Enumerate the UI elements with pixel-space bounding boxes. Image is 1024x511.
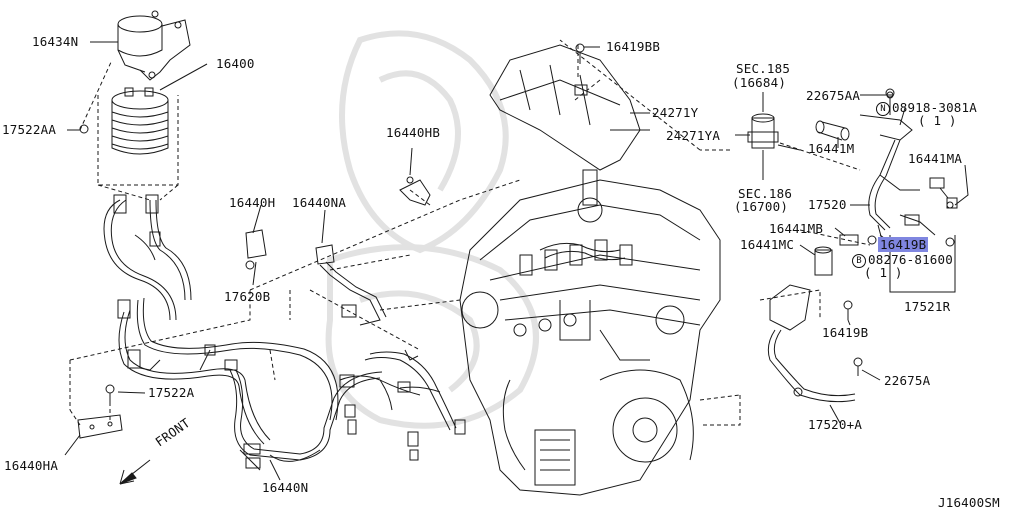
label-17522aa[interactable]: 17522AA bbox=[2, 122, 57, 137]
leader-lines bbox=[64, 41, 969, 481]
label-22675a[interactable]: 22675A bbox=[884, 373, 931, 388]
label-17522a[interactable]: 17522A bbox=[148, 385, 195, 400]
label-16441mc[interactable]: 16441MC bbox=[740, 237, 795, 252]
fuel-filter bbox=[111, 87, 169, 155]
diagram-id: J16400SM bbox=[938, 495, 1000, 510]
label-16440hb[interactable]: 16440HB bbox=[386, 125, 441, 140]
tube-17520a bbox=[767, 284, 856, 403]
label-24271ya[interactable]: 24271YA bbox=[666, 128, 721, 143]
label-08918-text: 08918-3081A bbox=[892, 100, 977, 115]
bolts bbox=[79, 43, 954, 405]
label-16440h[interactable]: 16440H bbox=[229, 195, 276, 210]
label-16440na[interactable]: 16440NA bbox=[292, 195, 347, 210]
label-17520a[interactable]: 17520+A bbox=[808, 417, 863, 432]
front-arrow-icon bbox=[119, 459, 151, 485]
fuel-lines-lower bbox=[229, 349, 466, 471]
label-24271y[interactable]: 24271Y bbox=[652, 105, 699, 120]
label-16441mb[interactable]: 16441MB bbox=[769, 221, 824, 236]
sensor-assembly bbox=[747, 113, 801, 151]
label-08276-qty: ( 1 ) bbox=[864, 265, 903, 280]
label-16434n[interactable]: 16434N bbox=[32, 34, 79, 49]
label-sec185: SEC.185 bbox=[736, 61, 791, 76]
label-16419b-highlighted[interactable]: 16419B bbox=[878, 237, 929, 252]
label-16440ha[interactable]: 16440HA bbox=[4, 458, 59, 473]
small-brackets bbox=[77, 176, 431, 439]
label-sec186: SEC.186 bbox=[738, 186, 793, 201]
label-16441m[interactable]: 16441M bbox=[808, 141, 855, 156]
label-16440n[interactable]: 16440N bbox=[262, 480, 309, 495]
label-sec186-code: (16700) bbox=[734, 199, 789, 214]
label-16400[interactable]: 16400 bbox=[216, 56, 255, 71]
n-symbol-icon: N bbox=[876, 101, 890, 116]
label-16419b[interactable]: 16419B bbox=[822, 325, 869, 340]
engine-cover-plate bbox=[489, 44, 650, 171]
watermark-emblem bbox=[325, 30, 539, 429]
highlight-marker: 16419B bbox=[878, 237, 929, 252]
label-17521r[interactable]: 17521R bbox=[904, 299, 951, 314]
b-symbol-icon: B bbox=[852, 253, 866, 268]
hose-16441m bbox=[815, 120, 850, 141]
filter-bracket bbox=[117, 10, 191, 81]
engine-assembly bbox=[459, 169, 721, 496]
label-22675aa[interactable]: 22675AA bbox=[806, 88, 861, 103]
label-08918-qty: ( 1 ) bbox=[918, 113, 957, 128]
label-08276-text: 08276-81600 bbox=[868, 252, 953, 267]
label-16419bb[interactable]: 16419BB bbox=[606, 39, 661, 54]
label-16441ma[interactable]: 16441MA bbox=[908, 151, 963, 166]
label-sec185-code: (16684) bbox=[732, 75, 787, 90]
pipes-16441mb-mc bbox=[814, 234, 859, 276]
fuel-hoses-left bbox=[103, 194, 339, 445]
label-17520[interactable]: 17520 bbox=[808, 197, 847, 212]
label-17620b[interactable]: 17620B bbox=[224, 289, 271, 304]
